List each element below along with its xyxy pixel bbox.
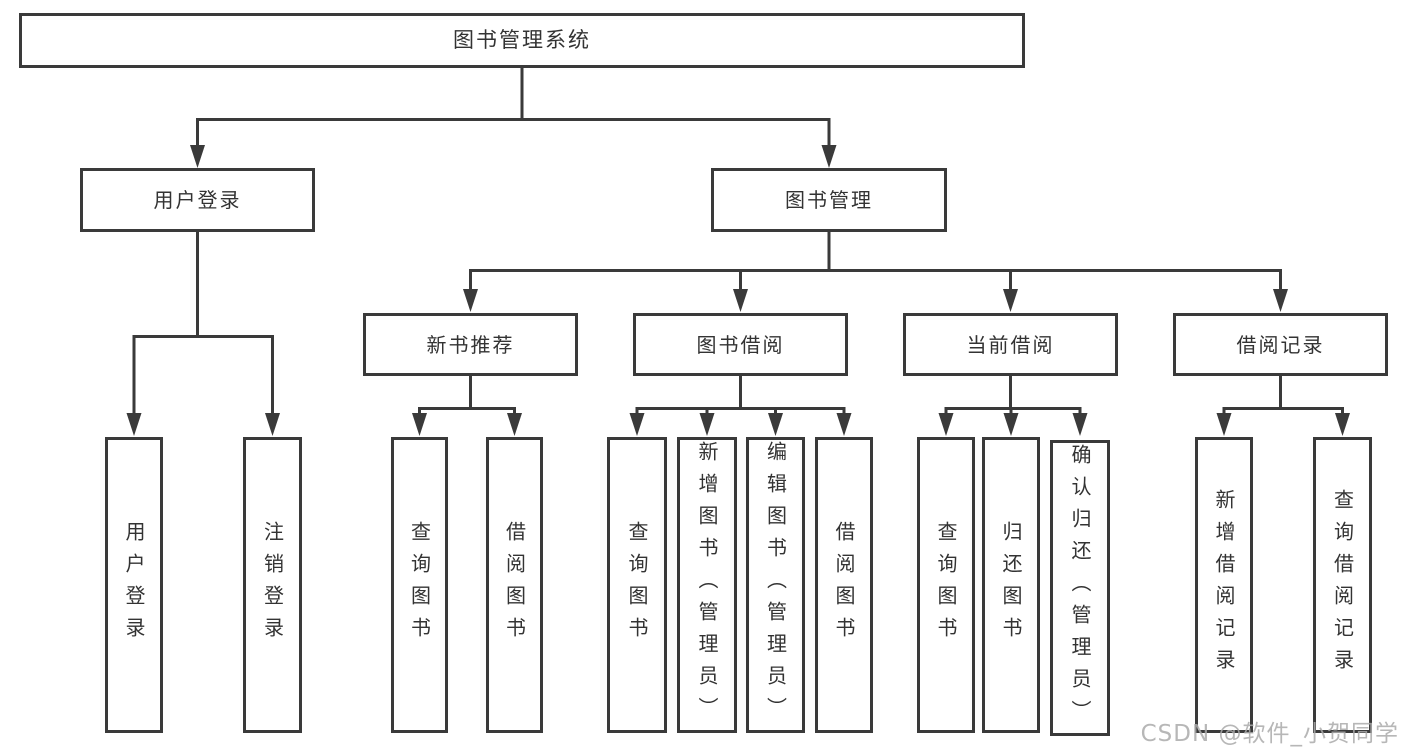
leaf-borrow-books-recommend: 借阅图书 — [486, 437, 543, 733]
node-new-book-recommendation: 新书推荐 — [363, 313, 578, 376]
node-library-management-system: 图书管理系统 — [19, 13, 1025, 68]
node-current-borrowing: 当前借阅 — [903, 313, 1118, 376]
leaf-add-books-admin: 新增图书（管理员） — [677, 437, 737, 733]
leaf-query-books-current: 查询图书 — [917, 437, 975, 733]
node-user-login: 用户登录 — [80, 168, 315, 232]
leaf-query-books-recommend: 查询图书 — [391, 437, 448, 733]
node-borrowing-records: 借阅记录 — [1173, 313, 1388, 376]
node-book-management: 图书管理 — [711, 168, 947, 232]
leaf-user-login: 用户登录 — [105, 437, 163, 733]
leaf-return-books: 归还图书 — [982, 437, 1040, 733]
leaf-logout-login: 注销登录 — [243, 437, 302, 733]
csdn-watermark: CSDN @软件_小贺同学 — [1140, 721, 1399, 747]
node-book-borrowing: 图书借阅 — [633, 313, 848, 376]
leaf-edit-books-admin: 编辑图书（管理员） — [746, 437, 805, 733]
leaf-query-books-borrowing: 查询图书 — [607, 437, 667, 733]
leaf-confirm-return-admin: 确认归还（管理员） — [1050, 440, 1110, 736]
leaf-borrow-books-borrowing: 借阅图书 — [815, 437, 873, 733]
leaf-add-borrow-record: 新增借阅记录 — [1195, 437, 1253, 733]
leaf-query-borrow-record: 查询借阅记录 — [1313, 437, 1372, 733]
